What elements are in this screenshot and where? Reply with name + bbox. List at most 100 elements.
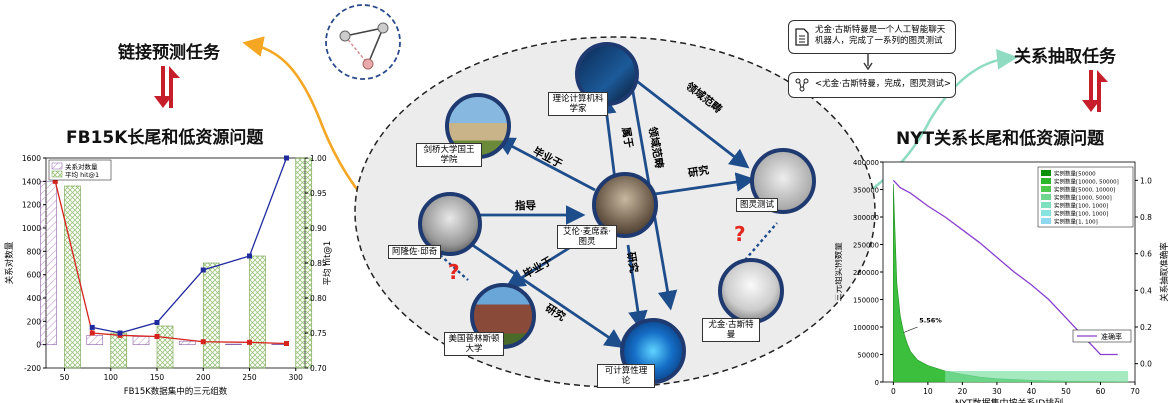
legend-line-label: 准确率 xyxy=(1101,332,1122,341)
ytick-right-label-0.70: 0.70 xyxy=(310,364,327,373)
node-cambridge: 剑桥大学国王学院 xyxy=(416,143,482,167)
ytick-right-label-0.6: 0.6 xyxy=(1140,250,1152,259)
point-count-0 xyxy=(52,178,58,184)
triple-box: <尤金·古斯特曼，完成，图灵测试> xyxy=(788,72,956,98)
ytick-label-200000: 200000 xyxy=(853,269,879,277)
ytick-right-label-1.0: 1.0 xyxy=(1140,176,1152,185)
xtick-label-0: 0 xyxy=(891,387,896,396)
annotation-label: 5.56% xyxy=(919,317,942,325)
y-axis-label-right: 平均 hit@1 xyxy=(322,241,333,286)
xtick-label-300: 300 xyxy=(289,373,304,382)
point-count-5 xyxy=(247,339,252,345)
node-church: 阿隆佐·邱奇 xyxy=(388,245,442,259)
ytick-right-label-1.00: 1.00 xyxy=(310,154,327,163)
edge-advisor: 指导 xyxy=(515,200,536,212)
node-turing-test: 图灵测试 xyxy=(736,198,779,212)
ytick-label-1600: 1600 xyxy=(22,154,41,163)
legend-swatch-4 xyxy=(1041,202,1051,208)
bar-hit-250 xyxy=(249,255,266,369)
legend-label-2: 实例数量[5000, 10000] xyxy=(1054,186,1115,194)
point-count-6 xyxy=(284,341,289,346)
ytick-right-label-0.75: 0.75 xyxy=(310,329,327,338)
ytick-label-250000: 250000 xyxy=(853,242,879,250)
legend-swatch-2 xyxy=(1041,186,1051,192)
bar-hit-50 xyxy=(64,185,81,369)
right-problem-title: NYT关系长尾和低资源问题 xyxy=(896,129,1105,149)
point-hit-1 xyxy=(89,324,95,330)
point-count-1 xyxy=(89,330,95,336)
question-mark-right: ? xyxy=(734,222,746,246)
xtick-label-100: 100 xyxy=(104,373,119,382)
ytick-label-50000: 50000 xyxy=(857,352,879,360)
bar-count-200 xyxy=(178,340,196,345)
point-count-3 xyxy=(154,334,160,339)
ytick-label-1200: 1200 xyxy=(22,201,41,210)
left-task-title: 链接预测任务 xyxy=(118,43,220,63)
node-turing: 艾伦·麦席森·图灵 xyxy=(557,225,617,249)
xtick-label-10: 10 xyxy=(923,387,933,396)
ytick-right-label-0.85: 0.85 xyxy=(310,259,327,268)
xtick-label-50: 50 xyxy=(60,373,70,382)
point-hit-5 xyxy=(247,253,252,259)
y-axis-label-right: 关系抽取准确率 xyxy=(1159,242,1170,302)
ytick-label--200: -200 xyxy=(24,364,41,373)
legend-swatch-1 xyxy=(1041,178,1051,184)
right-task-title: 关系抽取任务 xyxy=(1014,47,1116,67)
ytick-label-400: 400 xyxy=(27,294,42,303)
xtick-label-60: 60 xyxy=(1096,387,1106,396)
ytick-right-label-0.90: 0.90 xyxy=(310,224,327,233)
xtick-label-150: 150 xyxy=(150,373,165,382)
annotation-leader xyxy=(903,326,918,333)
xtick-label-200: 200 xyxy=(196,373,211,382)
legend-label-1: 实例数量[10000, 50000] xyxy=(1054,178,1119,186)
legend-label-count: 关系对数量 xyxy=(65,162,98,171)
line-hit xyxy=(92,157,288,334)
bar-count-250 xyxy=(225,343,242,345)
legend-swatch-5 xyxy=(1041,210,1051,216)
instance-area-tail xyxy=(945,371,1129,382)
legend-label-hit: 平均 hit@1 xyxy=(65,170,99,179)
legend-box xyxy=(48,159,112,181)
ytick-right-label-0.2: 0.2 xyxy=(1140,323,1152,332)
sentence-text: 尤金·古斯特曼是一个人工智能聊天机器人，完成了一系列的图灵测试 xyxy=(815,25,946,46)
node-princeton: 美国普林斯顿大学 xyxy=(444,332,504,356)
triple-text: <尤金·古斯特曼，完成，图灵测试> xyxy=(815,79,951,89)
node-computability: 可计算性理论 xyxy=(597,364,655,388)
xtick-label-70: 70 xyxy=(1130,387,1140,396)
right-swap-arrows-icon xyxy=(1082,70,1108,112)
legend-label-0: 实例数量[50000 xyxy=(1054,170,1096,178)
ytick-right-label-0.80: 0.80 xyxy=(310,294,327,303)
xtick-label-20: 20 xyxy=(958,387,968,396)
ytick-right-label-0.95: 0.95 xyxy=(310,189,327,198)
legend-label-3: 实例数量[1000, 5000] xyxy=(1054,194,1112,202)
left-problem-title: FB15K长尾和低资源问题 xyxy=(66,128,264,148)
ytick-label-800: 800 xyxy=(27,247,42,256)
document-icon xyxy=(795,28,809,46)
node-scientist: 理论计算机科学家 xyxy=(548,92,608,116)
ytick-label-300000: 300000 xyxy=(853,214,879,222)
ytick-label-1400: 1400 xyxy=(22,177,41,186)
point-hit-4 xyxy=(200,267,206,273)
xtick-label-250: 250 xyxy=(242,373,257,382)
ytick-label-350000: 350000 xyxy=(853,187,879,195)
xtick-label-40: 40 xyxy=(1027,387,1037,396)
legend-swatch-3 xyxy=(1041,194,1051,200)
point-hit-2 xyxy=(117,330,123,336)
graph-network-icon xyxy=(325,4,401,80)
sentence-box: 尤金·古斯特曼是一个人工智能聊天机器人，完成了一系列的图灵测试 xyxy=(788,20,956,54)
bar-count-50 xyxy=(40,181,57,345)
legend-swatch-6 xyxy=(1041,218,1051,224)
ytick-label-0: 0 xyxy=(36,341,41,350)
legend-label-5: 实例数量[100, 1000] xyxy=(1054,210,1108,218)
question-mark-left: ? xyxy=(448,260,460,284)
x-axis-label: FB15K数据集中的三元组数 xyxy=(124,386,228,397)
legend-box xyxy=(1037,166,1134,228)
ytick-label-1000: 1000 xyxy=(22,224,41,233)
x-axis-label: NYT数据集中按关系ID排列 xyxy=(955,397,1063,403)
left-swap-arrows-icon xyxy=(154,66,180,108)
node-eugene: 尤金·古斯特曼 xyxy=(702,318,760,342)
point-count-4 xyxy=(200,339,206,345)
ytick-label-200: 200 xyxy=(27,317,42,326)
bar-hit-300 xyxy=(295,157,313,369)
